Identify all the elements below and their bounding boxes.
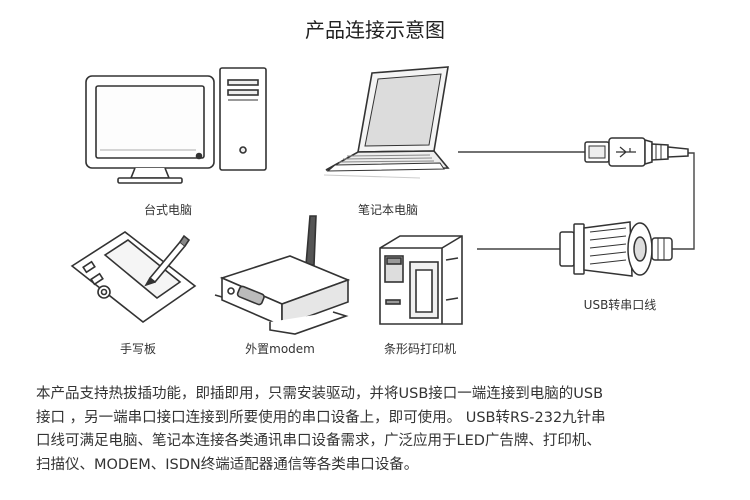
usb-cable-label: USB转串口线 <box>583 298 657 312</box>
description-line: 口线可满足电脑、笔记本连接各类通讯串口设备需求，广泛应用于LED广告牌、打印机、 <box>36 433 601 449</box>
modem-label: 外置modem <box>245 342 315 356</box>
product-description: 本产品支持热拔插功能，即插即用，只需安装驱动，并将USB接口一端连接到电脑的US… <box>36 383 726 477</box>
drawing-tablet-icon <box>70 231 197 323</box>
modem-icon <box>214 215 351 335</box>
desktop-label: 台式电脑 <box>143 203 192 217</box>
diagram-title: 产品连接示意图 <box>305 18 445 42</box>
barcode-printer-icon <box>379 235 463 325</box>
usb-plug-icon <box>584 137 689 167</box>
connection-wires <box>458 151 695 250</box>
desktop-computer-icon <box>85 67 267 184</box>
description-line: 接口 ，另一端串口接口连接到所要使用的串口设备上，即可使用。 USB转RS-23… <box>36 409 606 426</box>
description-line: 本产品支持热拔插功能，即插即用，只需安装驱动，并将USB接口一端连接到电脑的US… <box>36 386 604 402</box>
tablet-label: 手写板 <box>119 342 156 356</box>
printer-label: 条形码打印机 <box>383 342 456 356</box>
connection-diagram <box>70 66 695 335</box>
laptop-icon <box>323 66 450 179</box>
description-line: 扫描仪、MODEM、ISDN终端适配器通信等各类串口设备。 <box>36 456 419 473</box>
laptop-label: 笔记本电脑 <box>357 203 418 217</box>
db9-serial-connector-icon <box>559 221 673 277</box>
